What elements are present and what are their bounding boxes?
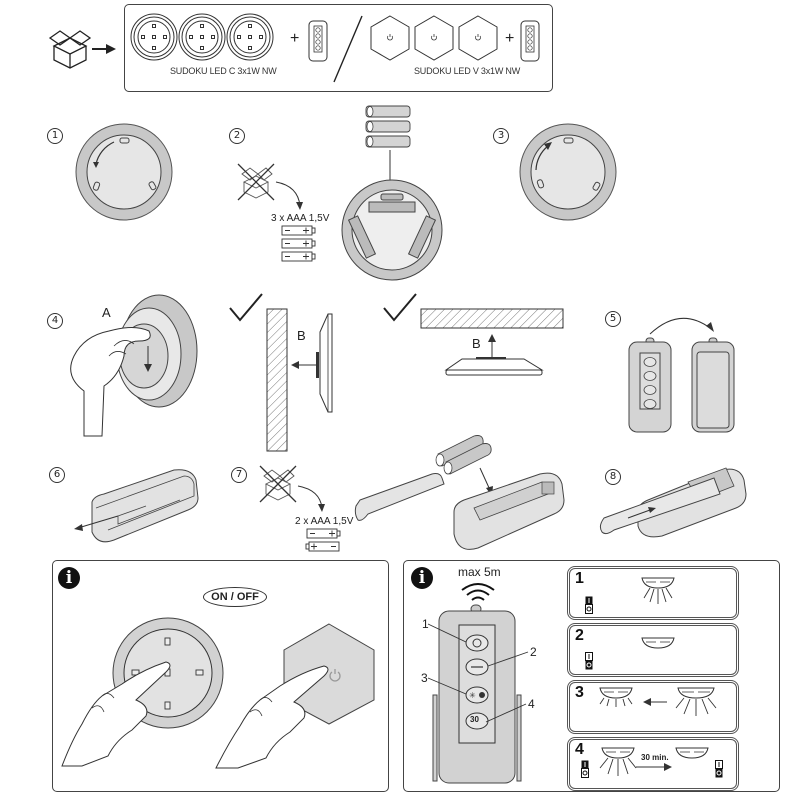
switch-off-icon-2 <box>585 652 593 670</box>
checkmark-icon-ceiling <box>383 293 417 322</box>
hand-pressing-round <box>61 661 171 767</box>
round-light-icon <box>178 13 226 61</box>
remote-front-view <box>628 337 672 433</box>
switch-on-icon-4 <box>581 760 589 778</box>
lamp-batteries-icon <box>281 225 316 262</box>
batteries-not-included-icon <box>237 163 275 201</box>
mode-1-number: 1 <box>575 570 584 587</box>
wireless-signal-icon <box>461 583 495 601</box>
remote-back-slide-out <box>74 469 199 543</box>
step-1-badge: 1 <box>47 128 63 144</box>
step-3-lamp-back <box>519 123 617 221</box>
timer-button-label: 30 <box>470 715 479 724</box>
mode-4-box: 4 <box>567 737 739 791</box>
info-icon-remote: i <box>411 567 433 589</box>
remote-open-compartment <box>453 472 565 550</box>
ceiling-section <box>420 308 564 329</box>
lamp-side-view-ceiling <box>444 357 544 376</box>
batteries-not-included-icon-remote <box>259 465 297 503</box>
mode-2-box: 2 <box>567 623 739 677</box>
lamp-battery-compartment <box>341 179 443 281</box>
remote-batteries-icon <box>305 528 341 552</box>
round-light-icon <box>130 13 178 61</box>
plus-sign-v: + <box>505 30 515 47</box>
plus-sign-c: + <box>290 30 300 47</box>
lamp-on-icon <box>641 577 675 604</box>
remote-slide-cover-in <box>599 467 747 538</box>
arrow-left-dim <box>643 698 667 706</box>
lamp-mount-with-hand <box>70 294 198 437</box>
callout-3: 3 <box>421 671 428 685</box>
remote-back-view <box>691 337 735 433</box>
arrow-up-to-ceiling <box>488 334 496 358</box>
mode-2-number: 2 <box>575 627 584 644</box>
label-b-ceiling: B <box>472 336 481 351</box>
step-8-badge: 8 <box>605 469 621 485</box>
step-1-lamp-back <box>75 123 173 221</box>
hand-pressing-hex <box>215 665 329 769</box>
remote-detail: ✳ <box>432 604 522 784</box>
step-5-badge: 5 <box>605 311 621 327</box>
callout-2: 2 <box>530 645 537 659</box>
timer-label: 30 min. <box>641 753 669 762</box>
arrow-left-to-wall <box>291 361 319 369</box>
checkmark-icon-wall <box>229 293 263 322</box>
label-a: A <box>102 305 111 320</box>
step-2-badge: 2 <box>229 128 245 144</box>
lamp-bright-icon <box>675 687 717 716</box>
variant-c-label: SUDOKU LED C 3x1W NW <box>170 66 277 76</box>
lamp-off-icon-timer <box>675 747 709 759</box>
callout-4-line <box>485 703 527 723</box>
curved-arrow-icon <box>275 181 303 210</box>
lamp-battery-spec: 3 x AAA 1,5V <box>271 213 330 224</box>
arrow-right-icon <box>92 44 116 54</box>
range-label: max 5m <box>458 565 501 579</box>
callout-1-line <box>427 623 467 643</box>
remote-mini-icon-c <box>308 20 328 62</box>
lamp-off-icon <box>641 637 675 649</box>
step-3-badge: 3 <box>493 128 509 144</box>
curved-arrow-icon-remote <box>297 485 325 512</box>
hex-lights-group <box>370 15 498 61</box>
hex-lamp-touch <box>283 623 375 725</box>
step-6-badge: 6 <box>49 467 65 483</box>
battery-cover-removed <box>354 473 445 521</box>
round-lights-group <box>130 13 274 61</box>
callout-4: 4 <box>528 697 535 711</box>
label-b-wall: B <box>297 328 306 343</box>
wall-section <box>266 308 288 452</box>
aaa-batteries-stack <box>365 105 411 148</box>
remote-mini-icon-v <box>520 20 540 62</box>
mode-3-number: 3 <box>575 684 584 701</box>
arrow-right-timer <box>636 763 672 771</box>
remote-battery-spec: 2 x AAA 1,5V <box>295 516 354 527</box>
flip-arrow-icon <box>649 317 714 335</box>
svg-text:✳: ✳ <box>469 691 476 700</box>
switch-off-icon-4 <box>715 760 723 778</box>
lamp-side-view-wall <box>316 313 333 413</box>
lamp-on-icon-timer <box>599 747 637 776</box>
info-icon: i <box>58 567 80 589</box>
variant-v-label: SUDOKU LED V 3x1W NW <box>414 66 521 76</box>
open-box-icon <box>48 30 92 69</box>
round-lamp-touch <box>112 617 224 729</box>
lamp-dim-icon <box>599 687 633 707</box>
mode-4-number: 4 <box>575 741 584 758</box>
step-4-badge: 4 <box>47 313 63 329</box>
callout-2-line <box>487 651 529 667</box>
callout-3-line <box>427 677 467 695</box>
step-7-badge: 7 <box>231 467 247 483</box>
divider-slash <box>333 15 363 83</box>
on-off-badge: ON / OFF <box>203 587 267 607</box>
callout-1: 1 <box>422 617 429 631</box>
round-light-icon <box>226 13 274 61</box>
switch-on-icon-1 <box>585 596 593 614</box>
aaa-batteries-pair <box>435 435 492 475</box>
